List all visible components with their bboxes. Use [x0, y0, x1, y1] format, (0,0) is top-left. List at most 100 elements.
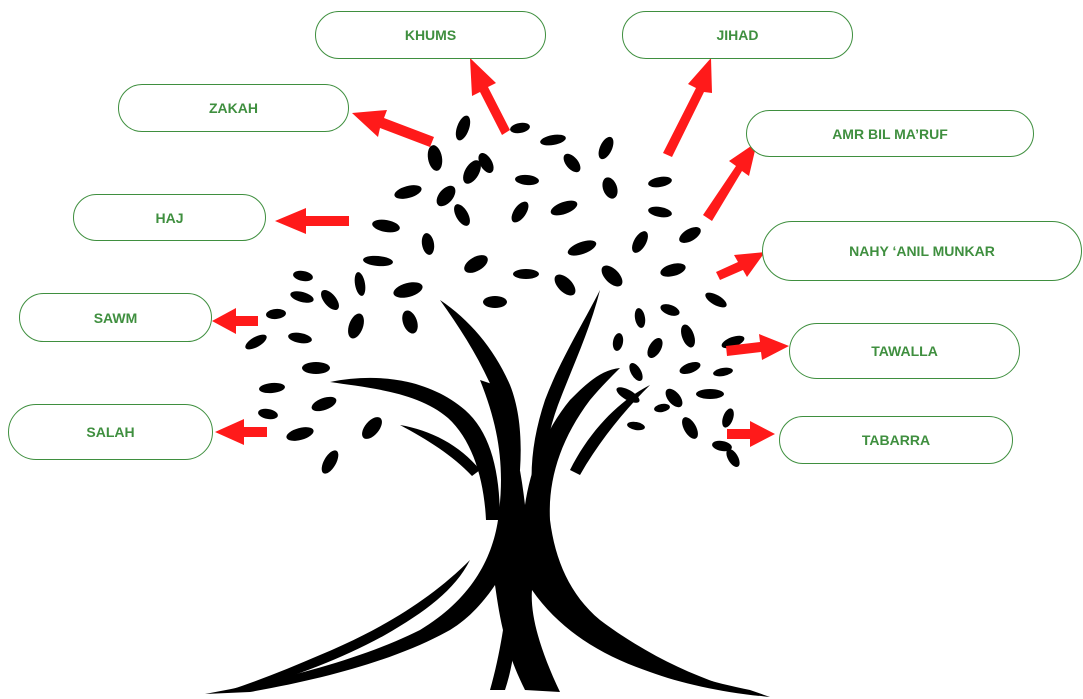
leaf [427, 145, 443, 171]
label-sawm: SAWM [19, 293, 212, 342]
leaf [660, 263, 686, 277]
leaf [463, 160, 481, 184]
label-salah: SALAH [8, 404, 213, 460]
leaf [363, 255, 393, 267]
leaf [632, 231, 648, 253]
leaf [259, 382, 285, 394]
branch-left-lower [330, 377, 500, 520]
branch-left-upper [440, 300, 521, 470]
leaf [629, 362, 643, 382]
label-amr-text: AMR BIL MA’RUF [832, 125, 948, 142]
leaf [266, 308, 286, 320]
leaf [550, 200, 578, 216]
leaf [436, 185, 456, 207]
label-tawalla: TAWALLA [789, 323, 1020, 379]
label-zakah: ZAKAH [118, 84, 349, 132]
leaf [721, 335, 745, 349]
arrow-zakah [352, 110, 434, 147]
leaf [455, 115, 471, 141]
leaf [286, 427, 314, 441]
arrow-jihad [663, 58, 712, 157]
branch-left-small [400, 425, 480, 476]
label-nahy-text: NAHY ‘ANIL MUNKAR [849, 243, 995, 259]
leaf [722, 408, 734, 428]
leaf [726, 448, 740, 468]
leaf [602, 177, 618, 199]
leaf [654, 403, 670, 413]
leaf [713, 367, 733, 377]
leaf [321, 290, 339, 310]
leaf [563, 153, 581, 173]
leaf [601, 265, 623, 287]
leaf [362, 417, 382, 439]
label-amr-bil-maruf: AMR BIL MA’RUF [746, 110, 1034, 157]
leaf [348, 313, 364, 339]
leaf [402, 310, 418, 334]
branch-right [531, 290, 600, 490]
label-tabarra-text: TABARRA [861, 432, 931, 448]
arrows [212, 58, 789, 447]
leaf [393, 282, 423, 298]
leaf [567, 240, 597, 256]
leaf [311, 396, 337, 412]
leaf [245, 334, 267, 350]
label-khums-text: KHUMS [404, 27, 457, 43]
leaf [290, 291, 314, 303]
leaf [321, 450, 339, 474]
leaf [540, 134, 566, 146]
label-tabarra: TABARRA [779, 416, 1013, 464]
leaf [660, 304, 680, 316]
tree-trunk [205, 290, 770, 697]
leaf [394, 185, 422, 199]
leaf [705, 292, 727, 308]
leaf [478, 153, 494, 173]
label-nahy-anil-munkar: NAHY ‘ANIL MUNKAR [762, 221, 1082, 281]
label-khums: KHUMS [315, 11, 546, 59]
leaf [681, 324, 695, 348]
leaf [665, 388, 683, 408]
label-jihad: JIHAD [622, 11, 853, 59]
label-tawalla-text: TAWALLA [871, 343, 938, 359]
leaf [682, 417, 698, 439]
leaf [634, 308, 646, 328]
label-haj-text: HAJ [155, 209, 184, 226]
trunk-main [205, 368, 760, 696]
leaf [679, 227, 701, 243]
root-center [490, 580, 517, 690]
leaf [648, 176, 672, 188]
label-zakah-text: ZAKAH [209, 100, 258, 116]
arrow-tawalla [726, 334, 789, 360]
arrow-salah [215, 419, 267, 445]
leaf [554, 274, 576, 296]
leaf [612, 333, 624, 351]
leaf [627, 421, 645, 431]
leaf [464, 255, 488, 273]
leaf [293, 270, 313, 282]
leaf [288, 332, 312, 344]
arrow-haj [275, 208, 349, 234]
leaf [421, 233, 435, 255]
label-sawm-text: SAWM [93, 309, 138, 326]
label-jihad-text: JIHAD [716, 27, 759, 43]
label-haj: HAJ [73, 194, 266, 241]
leaf [712, 440, 732, 452]
arrow-tabarra [727, 421, 775, 447]
tree-leaves [245, 115, 745, 474]
leaf [648, 206, 672, 218]
leaf [598, 136, 614, 160]
leaf [511, 201, 529, 223]
arrow-amr [703, 142, 757, 221]
label-salah-text: SALAH [86, 424, 135, 440]
leaf [696, 389, 724, 399]
arrow-sawm [212, 308, 258, 334]
leaf [354, 272, 366, 296]
arrow-khums [470, 58, 510, 135]
arrow-nahy [716, 252, 765, 280]
leaf [454, 204, 470, 226]
leaf [616, 387, 640, 403]
leaf [258, 408, 278, 420]
branch-right-lower [570, 385, 650, 475]
leaf [513, 269, 539, 279]
